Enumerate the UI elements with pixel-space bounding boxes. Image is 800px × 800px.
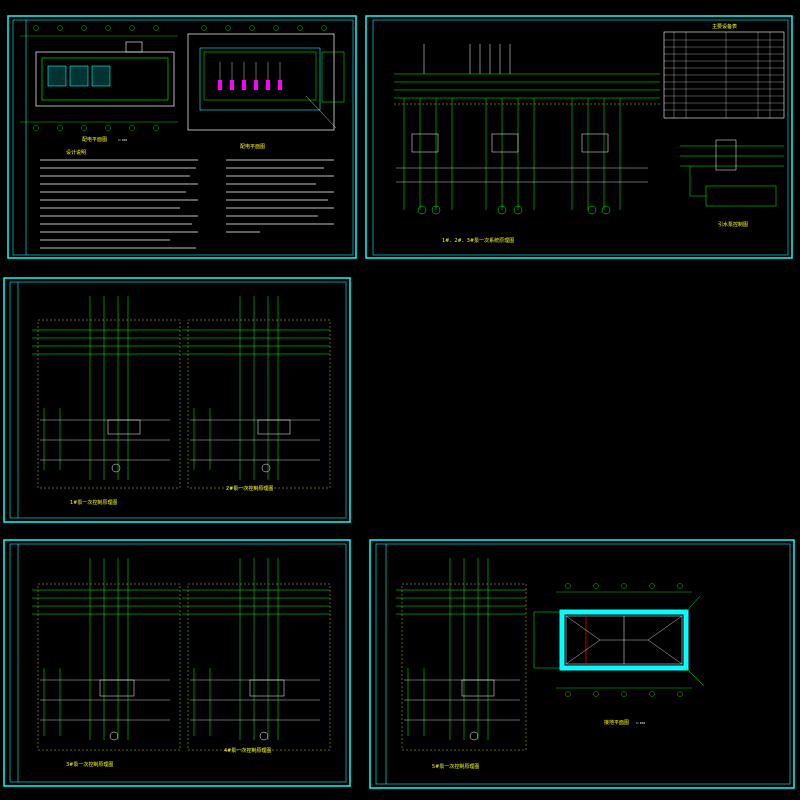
circuit-3a	[32, 296, 181, 489]
sheet-5-scale: 1:100	[636, 721, 645, 725]
aux-diagram-title: 引水泵控制图	[718, 221, 748, 228]
aux-control-diagram	[680, 139, 784, 207]
sheet-1-plan-right-title: 配电平面图	[240, 143, 265, 150]
circuit-5a	[396, 558, 527, 751]
sheet-3-title-1: 1#泵一次控制原理图	[70, 499, 117, 506]
sheet-4-control-circuits: 3#泵一次控制原理图 4#泵一次控制原理图	[3, 539, 351, 787]
sheet-2-diagram-title: 1#、2#、3#泵一次系统原理图	[442, 237, 514, 244]
sheet-5-title-1: 5#泵一次控制原理图	[432, 763, 479, 770]
sheet-3-title-2: 2#泵一次控制原理图	[226, 485, 273, 492]
circuit-3b	[182, 296, 331, 489]
design-notes: 设计说明	[40, 149, 334, 249]
pump-branch-1	[403, 98, 453, 215]
sheet-4-title-2: 4#泵一次控制原理图	[224, 747, 271, 754]
circuit-4b	[182, 558, 331, 751]
sheet-3-control-circuits: 1#泵一次控制原理图 2#泵一次控制原理图	[3, 277, 351, 523]
plan-left: 配电平面图 1:100	[20, 25, 178, 143]
sheet-1-plan-title: 配电平面图	[82, 136, 107, 143]
grounding-plan	[533, 583, 705, 697]
pump-branch-3	[571, 98, 621, 215]
table-title: 主要设备表	[712, 23, 737, 30]
sheet-5-title-2: 接地平面图	[604, 719, 629, 726]
circuit-4a	[32, 558, 181, 751]
sheet-1-floor-plan: 配电平面图 1:100 配电平面图	[7, 15, 357, 259]
sheet-1-plan-scale: 1:100	[118, 138, 127, 142]
notes-title: 设计说明	[66, 149, 86, 156]
sheet-2-system-diagram: 1#、2#、3#泵一次系统原理图 主要设备表	[365, 15, 793, 259]
pump-branch-2	[485, 98, 535, 215]
sheet-4-title-1: 3#泵一次控制原理图	[66, 761, 113, 768]
equipment-table: 主要设备表	[663, 23, 785, 119]
sheet-5-control-and-grounding: 5#泵一次控制原理图 接地平面图	[369, 539, 795, 789]
plan-right: 配电平面图	[187, 25, 345, 150]
